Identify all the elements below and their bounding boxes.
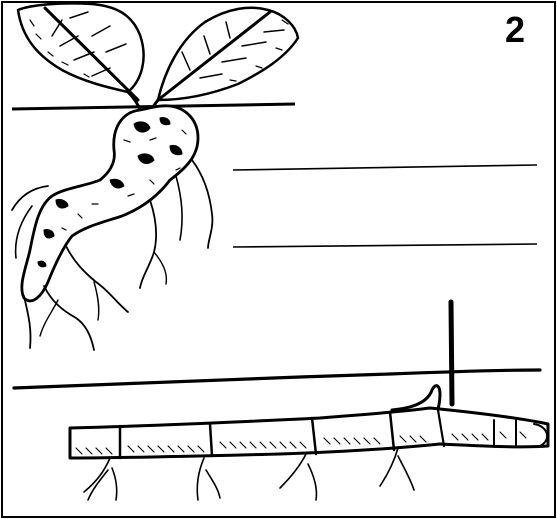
answer-line-1 xyxy=(233,165,537,170)
left-leaf-icon xyxy=(18,3,144,92)
rhizome-body xyxy=(70,408,548,458)
taproot-plant-icon xyxy=(12,3,298,350)
lower-ground-line xyxy=(14,370,540,388)
answer-line-2 xyxy=(233,244,537,247)
creeping-rhizome-icon xyxy=(14,302,548,500)
right-leaf-icon xyxy=(158,8,298,100)
panel-number: 2 xyxy=(505,10,525,50)
taproot-body xyxy=(22,106,198,301)
